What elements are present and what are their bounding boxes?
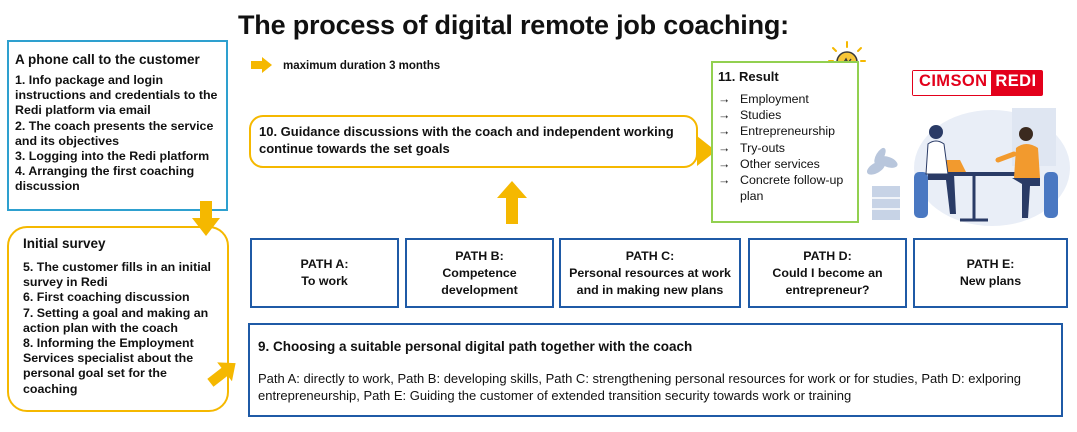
coaching-illustration — [866, 108, 1070, 226]
path-b-box: PATH B: Competence development — [405, 238, 554, 308]
phone-step-4: 4. Arranging the first coaching discussi… — [15, 164, 195, 194]
path-d-title: PATH D: — [803, 248, 852, 263]
path-d-desc: Could I become an entrepreneur? — [772, 265, 883, 297]
path-d-box: PATH D: Could I become an entrepreneur? — [748, 238, 907, 308]
page-title: The process of digital remote job coachi… — [238, 10, 789, 40]
arrow-right-icon: → — [718, 92, 731, 106]
path-e-desc: New plans — [959, 274, 1022, 288]
legend-arrow-icon — [251, 57, 272, 73]
up-arrow — [497, 181, 527, 224]
initial-survey-box: Initial survey 5. The customer fills in … — [7, 226, 229, 412]
guidance-box: 10. Guidance discussions with the coach … — [249, 115, 698, 168]
result-item: →Other services — [718, 156, 820, 171]
path-e-title: PATH E: — [966, 257, 1015, 271]
path-c-desc: Personal resources at work and in making… — [569, 265, 731, 297]
path-a-desc: To work — [301, 274, 348, 288]
result-item: →Concrete follow-up plan — [718, 173, 844, 204]
phone-call-box: A phone call to the customer 1. Info pac… — [7, 40, 228, 211]
path-c-title: PATH C: — [625, 248, 675, 263]
survey-step-8: 8. Informing the Employment Services spe… — [23, 336, 194, 396]
path-c-box: PATH C: Personal resources at work and i… — [559, 238, 741, 308]
guidance-text: 10. Guidance discussions with the coach … — [259, 124, 674, 156]
result-item: →Studies — [718, 108, 782, 123]
path-e-box: PATH E: New plans — [913, 238, 1068, 308]
path-b-desc: Competence development — [441, 265, 518, 297]
initial-survey-heading: Initial survey — [23, 236, 106, 251]
diagonal-arrow — [207, 362, 236, 387]
arrow-right-icon: → — [718, 140, 731, 155]
down-arrow — [192, 201, 220, 236]
logo-text-redi: REDI — [991, 71, 1043, 95]
phone-call-heading: A phone call to the customer — [15, 52, 200, 67]
arrow-right-icon: → — [718, 124, 731, 139]
choosing-text: Path A: directly to work, Path B: develo… — [258, 371, 1022, 403]
arrow-right-icon: → — [718, 173, 731, 188]
survey-step-5: 5. The customer fills in an initial surv… — [23, 260, 211, 290]
result-item: →Try-outs — [718, 140, 785, 155]
legend-label: maximum duration 3 months — [283, 60, 441, 72]
survey-step-7: 7. Setting a goal and making an action p… — [23, 305, 209, 335]
cimson-redi-logo: CIMSON REDI — [912, 70, 1044, 96]
path-a-box: PATH A: To work — [250, 238, 399, 308]
path-b-title: PATH B: — [455, 248, 504, 263]
result-box: 11. Result →Employment →Studies →Entrepr… — [711, 61, 859, 223]
arrow-right-icon: → — [718, 156, 731, 171]
path-a-title: PATH A: — [300, 257, 349, 271]
arrow-right-icon: → — [718, 108, 731, 123]
result-item: →Entrepreneurship — [718, 124, 836, 139]
survey-step-6: 6. First coaching discussion — [23, 290, 190, 305]
result-item: →Employment — [718, 92, 809, 106]
choosing-heading: 9. Choosing a suitable personal digital … — [258, 339, 693, 354]
logo-text-cimson: CIMSON — [913, 71, 992, 95]
phone-step-2: 2. The coach presents the service and it… — [15, 118, 214, 148]
phone-step-1: 1. Info package and login instructions a… — [15, 73, 218, 118]
result-heading: 11. Result — [718, 69, 779, 84]
phone-step-3: 3. Logging into the Redi platform — [15, 149, 210, 164]
choosing-path-box: 9. Choosing a suitable personal digital … — [248, 323, 1063, 417]
